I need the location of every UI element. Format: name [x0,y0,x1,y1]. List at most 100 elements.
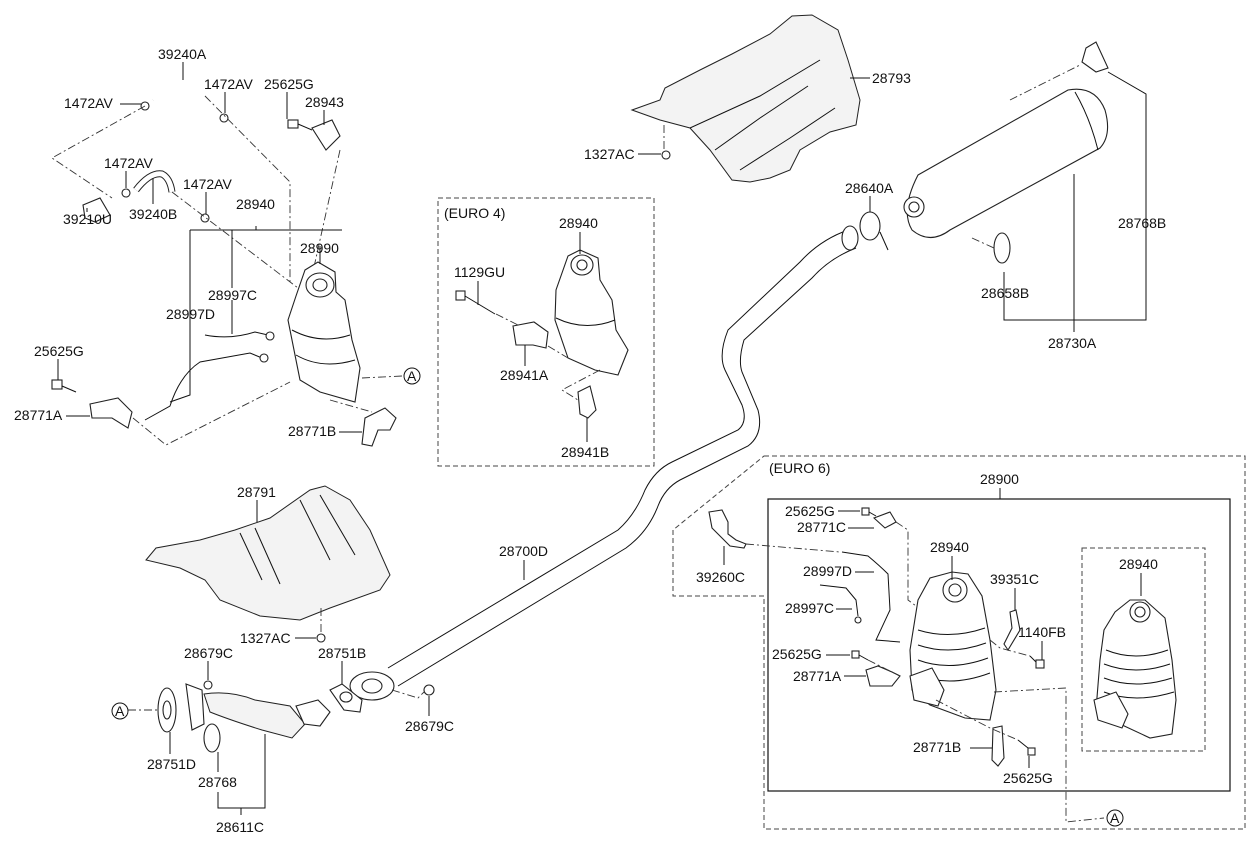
front-pipe-28611C [185,683,331,739]
label-39260C: 39260C [696,569,745,585]
label-1472AV: 1472AV [104,155,153,171]
label-28679C: 28679C [184,645,233,661]
bolt-25625G-e6c [1017,739,1036,756]
catalytic-converter-28940-euro6 [909,571,997,721]
gasket-28751D [157,687,177,733]
group-label-euro6: (EURO 6) [769,460,830,476]
label-28900: 28900 [980,471,1019,487]
label-28940: 28940 [1119,556,1158,572]
leader-dashed [971,237,995,249]
hanger-28768B [1081,41,1109,73]
clamp-1472AV-2 [219,113,229,123]
nut-28679C-2 [423,684,435,696]
center-pipe-28700D [349,225,859,701]
leader-dashed [989,639,1031,657]
label-28771B: 28771B [913,739,961,755]
label-25625G: 25625G [772,646,822,662]
bolt-25625G-2 [51,379,77,393]
label-1327AC: 1327AC [584,146,635,162]
label-39210U: 39210U [63,211,112,227]
catalytic-converter-28990 [287,261,361,403]
heat-shield-28791 [145,485,391,621]
bracket-28771A-e6 [865,665,901,687]
marker-text: A [407,368,417,384]
sensor-39260C [708,509,747,549]
leader-dashed [867,659,901,677]
leader-28611C [217,734,266,809]
leader-dashed [745,543,841,553]
label-28679C: 28679C [405,718,454,734]
group-label-euro4: (EURO 4) [444,205,505,221]
alt-28940-box [1081,547,1206,752]
leader-28997D [169,230,191,403]
label-1327AC: 1327AC [240,630,291,646]
o2-sensor-28997D [144,352,269,421]
euro4-group-box [437,197,655,467]
hanger-28768 [203,723,221,753]
bracket-28943 [311,119,341,151]
reference-marker-a-3: A [1106,809,1124,827]
label-28768B: 28768B [1118,215,1166,231]
sensor-39210U [82,197,111,223]
bracket-28941B [577,385,597,419]
clamp-28640A [859,211,889,251]
bracket-28771B-e6 [991,725,1005,767]
label-1129GU: 1129GU [454,264,505,280]
catalytic-converter-28940-euro4 [554,249,629,376]
bracket-28941A [512,321,549,349]
leader-dashed [1009,64,1081,101]
bracket-28771C [872,511,897,529]
label-28793: 28793 [872,70,911,86]
label-28771A: 28771A [793,668,842,684]
label-28940: 28940 [930,539,969,555]
leader-dashed [495,313,521,327]
label-28611C: 28611C [216,819,264,835]
label-39240B: 39240B [129,206,177,222]
leader-dashed [329,399,373,413]
leader-dashed [895,521,917,607]
label-28997C: 28997C [785,600,834,616]
label-28768: 28768 [198,774,237,790]
catalytic-converter-28940-alt [1093,599,1177,739]
label-28997C: 28997C [208,287,257,303]
gasket-28751B [329,683,363,713]
label-28941A: 28941A [500,367,549,383]
label-28771B: 28771B [288,423,336,439]
leader-dashed [132,381,291,446]
leader-dashed [171,191,299,289]
label-28771A: 28771A [14,407,63,423]
leader-dashed [51,105,146,199]
label-28751B: 28751B [318,645,366,661]
label-28700D: 28700D [499,543,548,559]
clamp-1472AV-3 [121,188,131,198]
nut-1327AC-2 [316,633,326,643]
label-28943: 28943 [305,94,344,110]
hose-39240B [133,170,176,193]
label-1472AV: 1472AV [183,176,232,192]
label-39351C: 39351C [990,571,1039,587]
marker-text: A [115,703,125,719]
reference-marker-a-1: A [403,367,421,385]
o2-sensor-28997C-e6 [819,584,862,624]
label-28940: 28940 [236,196,275,212]
o2-sensor-28997C [204,331,275,341]
leader-28768B [1003,71,1147,321]
bolt-25625G-e6b [851,650,869,661]
label-28640A: 28640A [845,180,894,196]
label-25625G: 25625G [1003,770,1053,786]
label-25625G: 25625G [264,76,314,92]
heat-shield-28793 [630,14,861,183]
hose-39240A [151,75,208,102]
label-25625G: 25625G [34,343,84,359]
label-28751D: 28751D [147,756,196,772]
label-28771C: 28771C [797,519,846,535]
label-1472AV: 1472AV [64,95,113,111]
leader-dashed [204,95,291,282]
label-28997D: 28997D [803,563,852,579]
bolt-25625G-e6a [861,507,877,517]
leader-dashed [391,689,425,699]
nut-28679C-1 [203,680,213,690]
hanger-28658B [993,232,1011,264]
